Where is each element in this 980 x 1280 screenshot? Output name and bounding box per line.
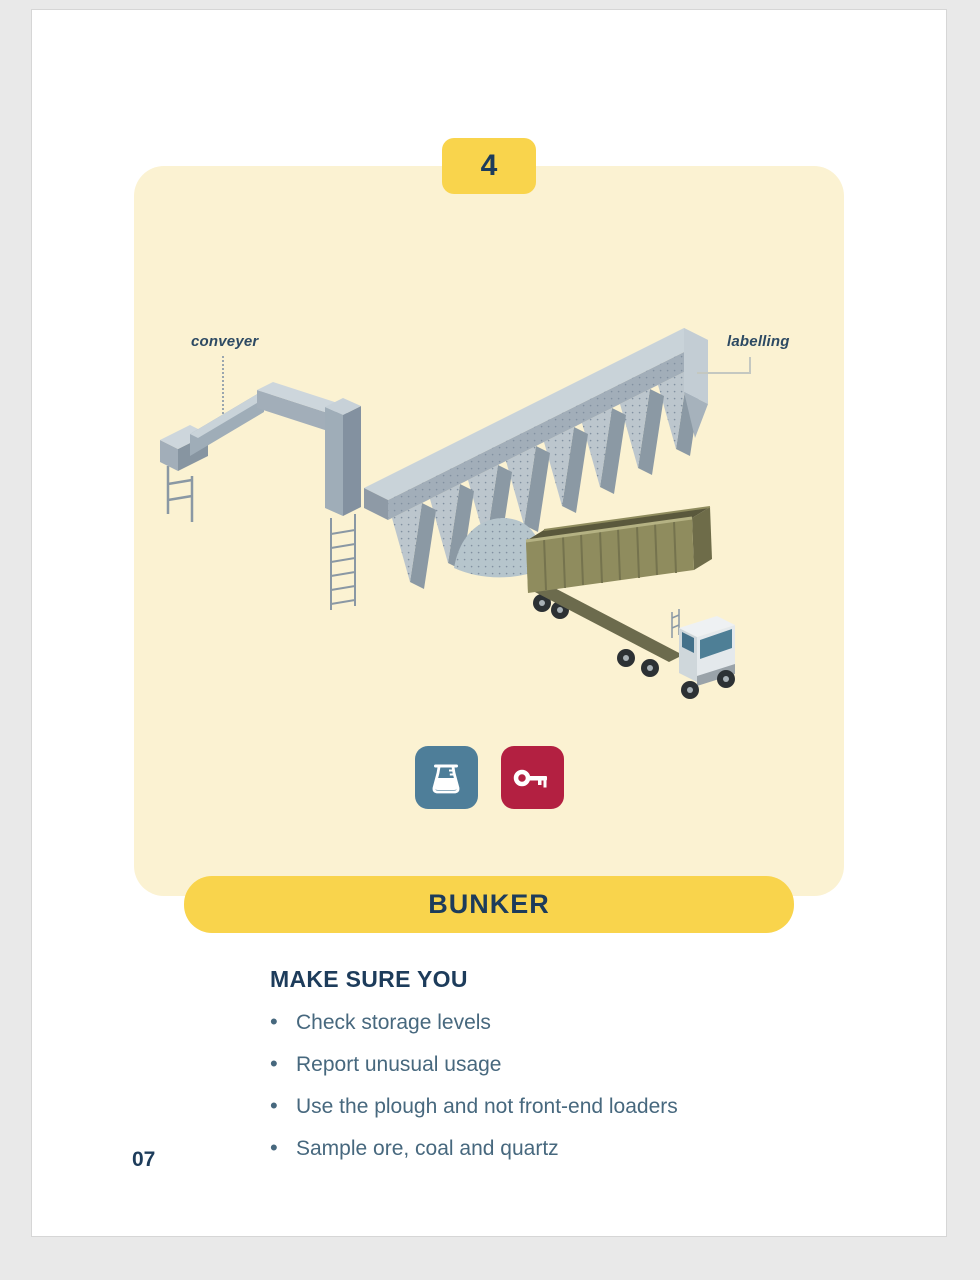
bullet-icon bbox=[270, 1009, 296, 1035]
bullet-icon bbox=[270, 1093, 296, 1119]
bullet-icon bbox=[270, 1135, 296, 1161]
illustration-panel: conveyer labelling bbox=[134, 166, 844, 896]
label-labelling: labelling bbox=[727, 333, 790, 350]
section-title-banner: BUNKER bbox=[184, 876, 794, 933]
conveyer-leader-line bbox=[222, 356, 224, 414]
conveyor-graphic bbox=[160, 382, 361, 610]
section-title: BUNKER bbox=[428, 889, 550, 919]
list-item: Check storage levels bbox=[270, 1009, 890, 1035]
bullet-icon bbox=[270, 1051, 296, 1077]
step-number-badge: 4 bbox=[442, 138, 536, 194]
bunker-illustration-graphic bbox=[160, 328, 735, 699]
list-item-text: Check storage levels bbox=[296, 1011, 491, 1034]
checklist-heading: MAKE SURE YOU bbox=[270, 966, 468, 992]
key-icon-tile bbox=[500, 746, 564, 809]
label-conveyer: conveyer bbox=[191, 333, 259, 350]
list-item: Sample ore, coal and quartz bbox=[270, 1135, 890, 1161]
list-item-text: Report unusual usage bbox=[296, 1053, 502, 1076]
material-pile-graphic bbox=[454, 518, 545, 578]
checklist: MAKE SURE YOU Check storage levels Repor… bbox=[270, 966, 890, 1177]
beaker-icon-tile bbox=[414, 746, 478, 809]
bunker-hoppers-graphic bbox=[364, 328, 708, 589]
key-icon bbox=[513, 769, 547, 787]
beaker-icon bbox=[432, 764, 460, 793]
list-item-text: Use the plough and not front-end loaders bbox=[296, 1095, 678, 1118]
document-page: 4 bbox=[31, 9, 947, 1237]
list-item-text: Sample ore, coal and quartz bbox=[296, 1137, 559, 1160]
list-item: Use the plough and not front-end loaders bbox=[270, 1093, 890, 1119]
page-number: 07 bbox=[132, 1148, 156, 1171]
list-item: Report unusual usage bbox=[270, 1051, 890, 1077]
step-number: 4 bbox=[480, 149, 498, 182]
dump-truck-graphic bbox=[525, 506, 735, 699]
labelling-leader-line bbox=[697, 357, 751, 374]
legend-icons-row bbox=[134, 746, 844, 809]
